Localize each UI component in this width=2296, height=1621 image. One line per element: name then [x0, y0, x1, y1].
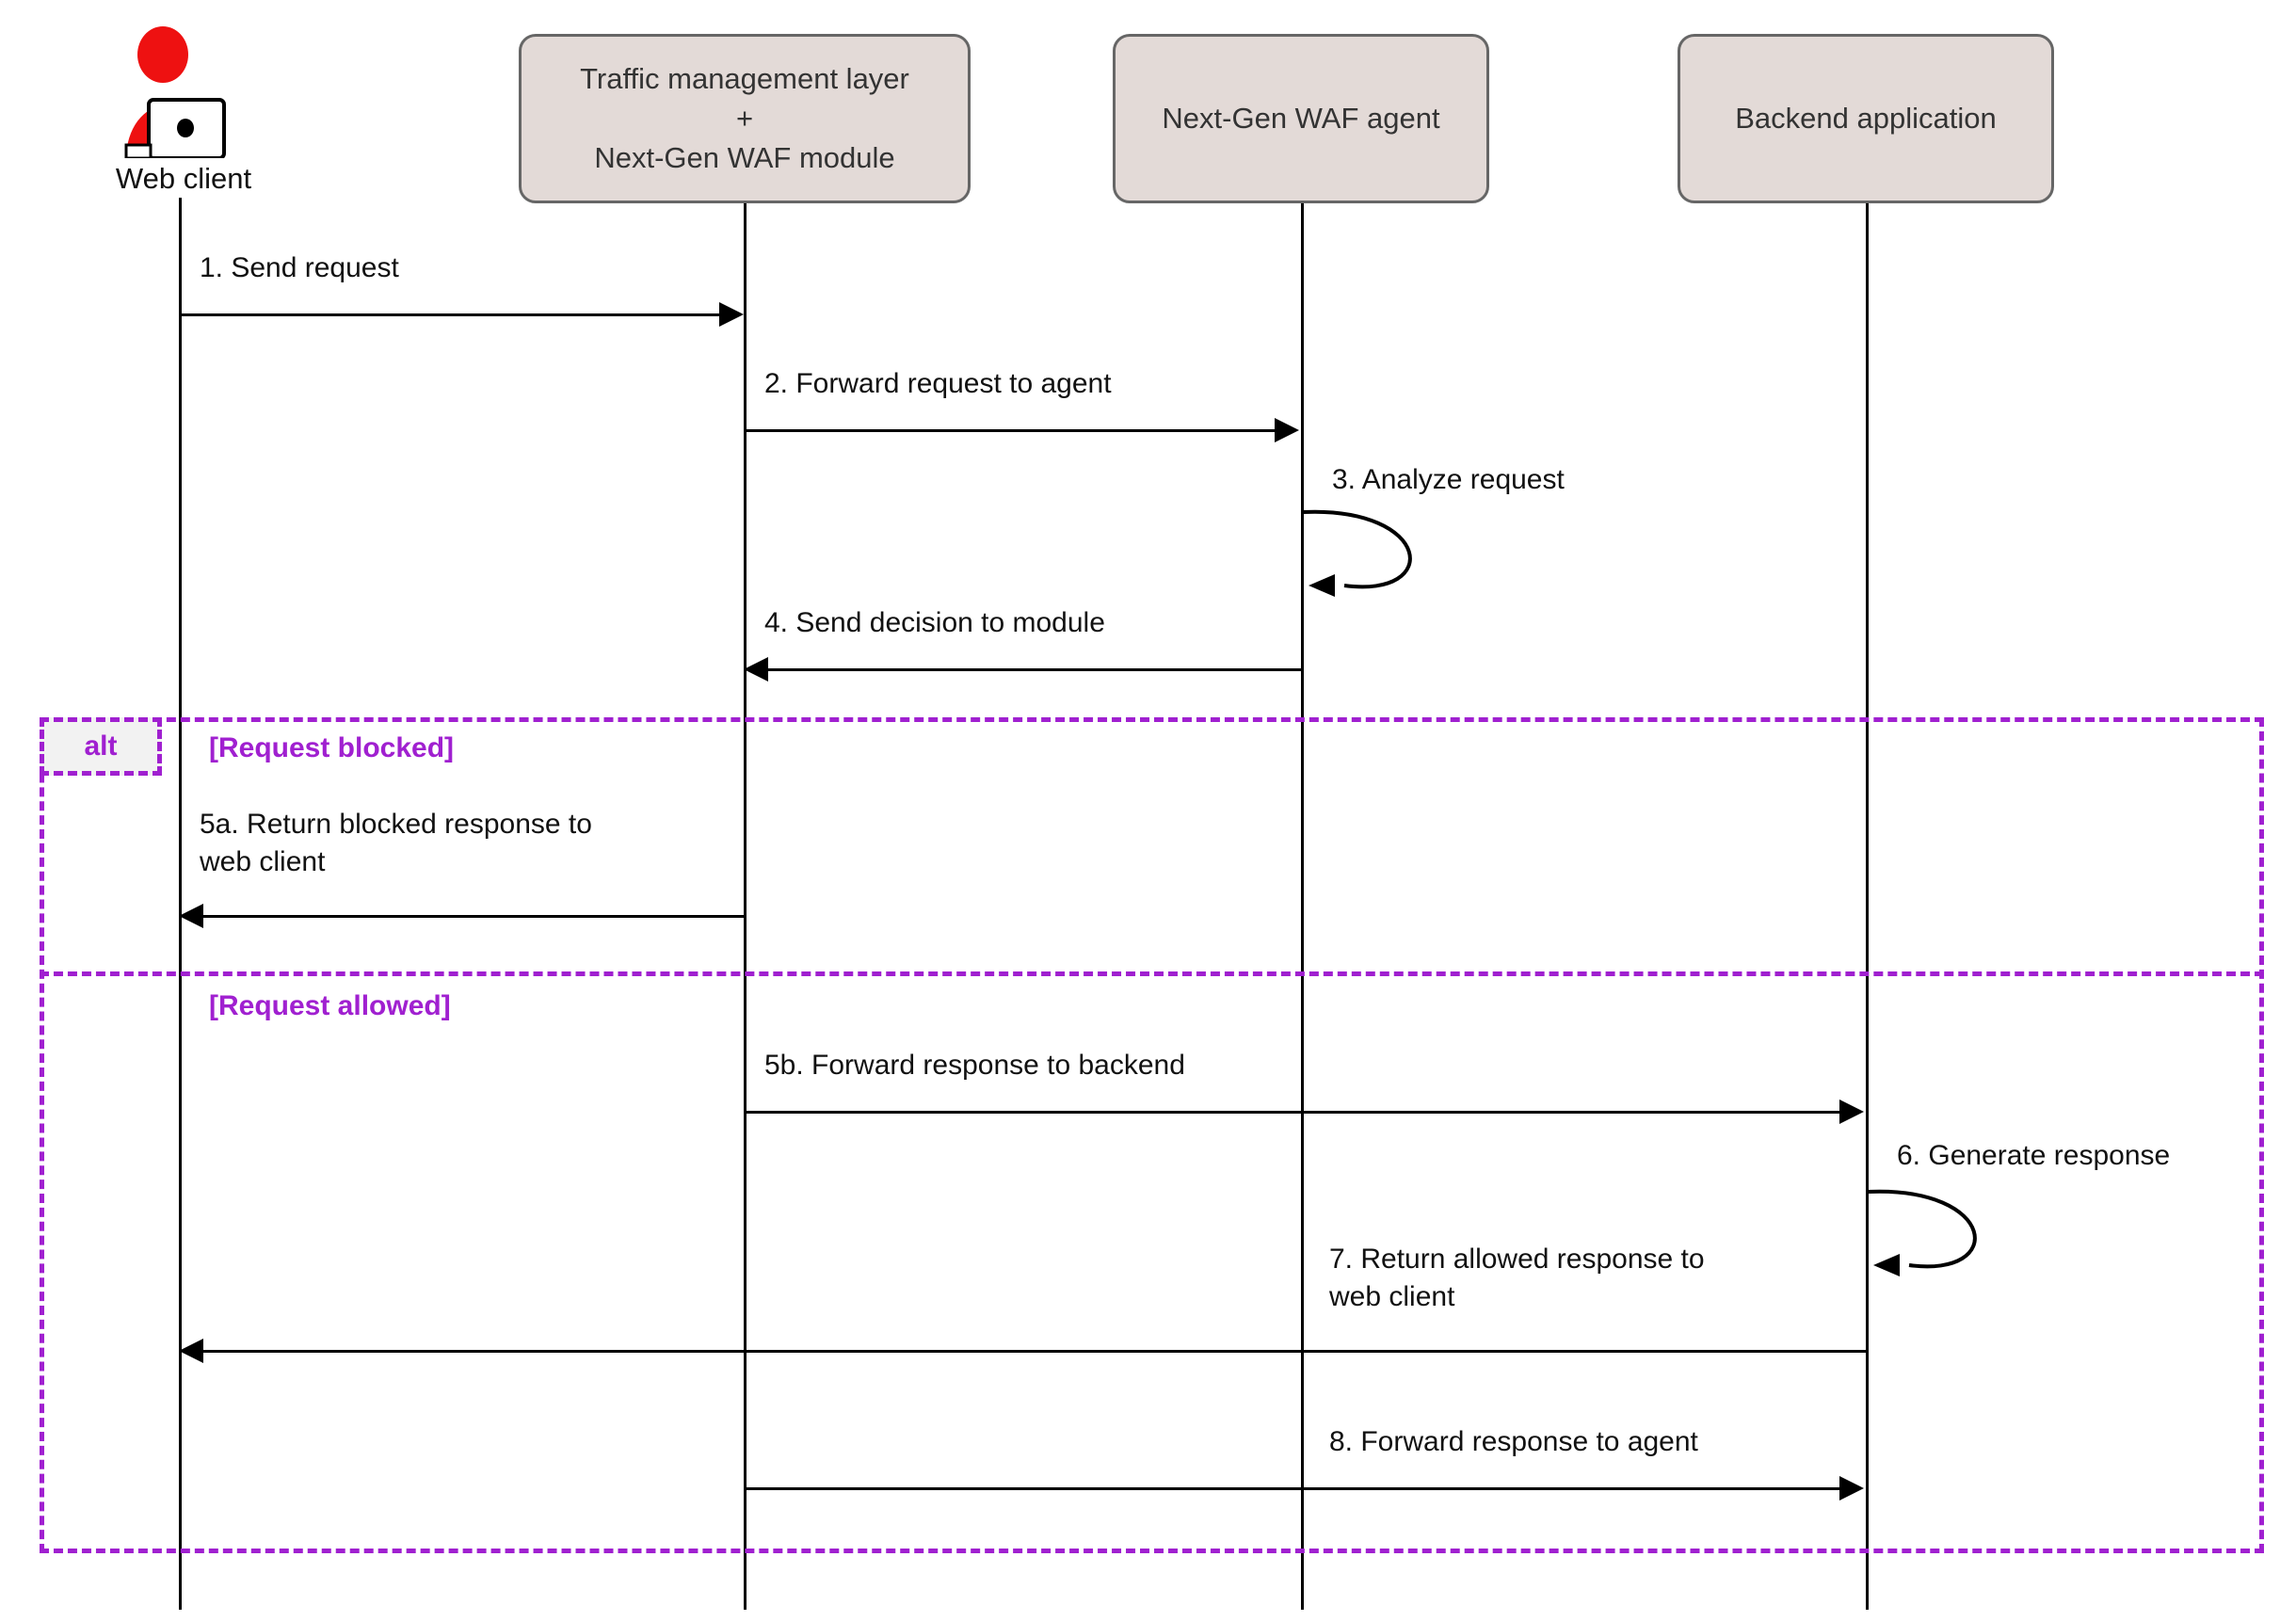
lifeline-tml-waf [744, 203, 747, 1610]
message-label-3: 3. Analyze request [1332, 464, 1565, 495]
message-arrowhead-1 [719, 302, 744, 327]
message-line-5b [744, 1111, 1841, 1114]
alt-fragment-tag: alt [40, 717, 162, 776]
message-label-1: 1. Send request [200, 252, 399, 283]
message-selfloop-3 [1301, 508, 1470, 597]
message-line-8 [744, 1487, 1841, 1490]
message-label-7: 7. Return allowed response to web client [1329, 1244, 1705, 1312]
message-label-2: 2. Forward request to agent [764, 368, 1112, 399]
lifeline-backend [1866, 203, 1869, 1610]
message-label-8: 8. Forward response to agent [1329, 1426, 1698, 1457]
message-selfloop-6 [1866, 1188, 2035, 1276]
message-arrowhead-8 [1839, 1476, 1864, 1501]
message-line-4 [768, 668, 1301, 671]
message-label-4: 4. Send decision to module [764, 607, 1105, 638]
message-line-2 [744, 429, 1276, 432]
message-line-7 [203, 1350, 1866, 1353]
participant-tml-waf[interactable]: Traffic management layer + Next-Gen WAF … [519, 34, 971, 203]
lifeline-waf-agent [1301, 203, 1304, 1610]
actor-web-client[interactable] [113, 26, 254, 160]
web-client-person-icon [124, 26, 226, 160]
alt-condition-allowed: [Request allowed] [209, 990, 451, 1021]
actor-label-web-client: Web client [115, 162, 252, 195]
message-line-5a [203, 915, 744, 918]
message-label-6: 6. Generate response [1897, 1140, 2171, 1171]
message-arrowhead-7 [179, 1339, 203, 1363]
alt-condition-blocked: [Request blocked] [209, 732, 455, 763]
participant-waf-agent[interactable]: Next-Gen WAF agent [1113, 34, 1489, 203]
message-label-5a: 5a. Return blocked response to web clien… [200, 809, 592, 877]
message-arrowhead-5b [1839, 1099, 1864, 1124]
participant-backend[interactable]: Backend application [1678, 34, 2054, 203]
message-arrowhead-4 [744, 657, 768, 682]
message-label-5b: 5b. Forward response to backend [764, 1050, 1185, 1081]
message-line-1 [179, 313, 721, 316]
message-arrowhead-2 [1275, 418, 1299, 442]
alt-fragment-frame [40, 717, 2264, 1553]
alt-fragment-divider [40, 971, 2264, 976]
message-arrowhead-5a [179, 904, 203, 928]
